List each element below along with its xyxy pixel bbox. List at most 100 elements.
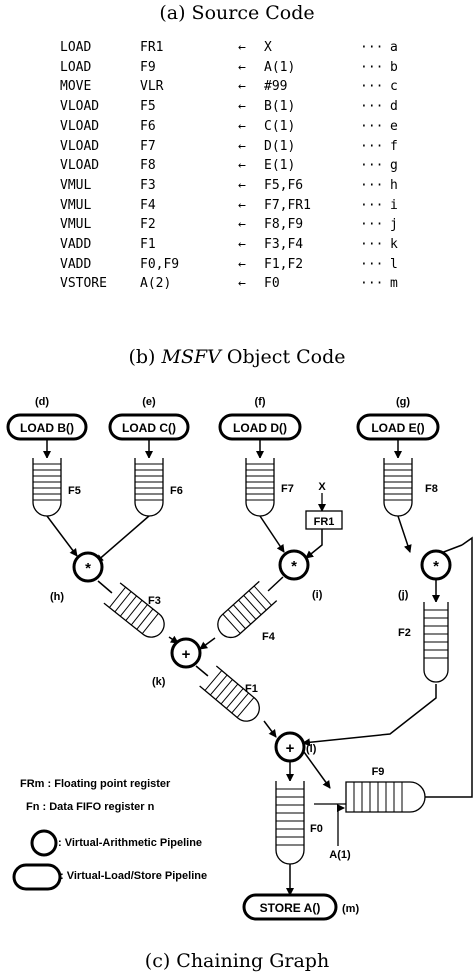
code-dst: FR1 xyxy=(140,40,164,55)
code-dots: ··· xyxy=(360,217,384,233)
code-src: D(1) xyxy=(264,138,296,154)
code-dots: ··· xyxy=(360,40,384,55)
code-label: m xyxy=(390,276,398,292)
code-label: d xyxy=(390,99,398,115)
code-op: VSTORE xyxy=(60,276,107,292)
fifo-f2-label: F2 xyxy=(398,627,411,639)
fifo-f7-label: F7 xyxy=(281,483,294,495)
caption-c: (c) Chaining Graph xyxy=(144,950,330,972)
load-c-label: LOAD C() xyxy=(122,421,176,435)
code-arrow: ← xyxy=(238,197,246,213)
code-src: C(1) xyxy=(264,118,296,134)
fifo-f5-label: F5 xyxy=(68,485,81,497)
code-dots: ··· xyxy=(360,276,384,292)
caption-b-prefix: (b) xyxy=(128,346,162,368)
code-label: g xyxy=(390,158,398,174)
code-op: VADD xyxy=(60,256,92,272)
x-input-label: X xyxy=(318,481,326,493)
fifo-f2: F2 xyxy=(398,579,449,683)
legend-frm: FRm : Floating point register xyxy=(20,778,171,790)
store-tag: (m) xyxy=(342,903,359,915)
code-arrow: ← xyxy=(238,217,246,233)
store-label: STORE A() xyxy=(260,901,321,915)
code-src: F8,F9 xyxy=(264,217,304,233)
code-arrow: ← xyxy=(238,276,246,292)
fifo-f0: F0 xyxy=(275,761,323,896)
mul-j-symbol: * xyxy=(433,558,439,575)
code-op: VLOAD xyxy=(60,158,100,174)
code-src: F7,FR1 xyxy=(264,197,311,213)
arrow-f5-to-h xyxy=(46,515,78,557)
mul-i-tag: (i) xyxy=(312,589,323,601)
load-e-label: LOAD E() xyxy=(371,421,424,435)
code-dots: ··· xyxy=(360,59,384,75)
code-op: LOAD xyxy=(60,59,92,75)
code-label: h xyxy=(390,177,398,193)
arrow-f7-to-i xyxy=(259,515,285,553)
fr1-box-label: FR1 xyxy=(314,516,335,528)
fifo-f1: F1 xyxy=(195,665,277,738)
code-arrow: ← xyxy=(238,118,246,134)
code-arrow: ← xyxy=(238,99,246,115)
caption-b-italic: MSFV xyxy=(161,346,221,368)
code-src: F3,F4 xyxy=(264,237,304,253)
legend-oval-text: : Virtual-Load/Store Pipeline xyxy=(60,870,208,882)
fifo-f4-label: F4 xyxy=(262,631,276,643)
fifo-f7: F7 xyxy=(245,439,294,517)
code-arrow: ← xyxy=(238,237,246,253)
fifo-f1-label: F1 xyxy=(245,683,258,695)
arrow-fr1-to-i xyxy=(305,529,323,559)
fifo-f6: F6 xyxy=(134,439,183,517)
code-dst: F7 xyxy=(140,138,156,154)
fifo-f8: F8 xyxy=(383,439,438,517)
code-dots: ··· xyxy=(360,177,384,193)
code-op: VMUL xyxy=(60,217,92,233)
code-dst: F5 xyxy=(140,99,156,115)
code-dst: F2 xyxy=(140,217,156,233)
load-e-tag: (g) xyxy=(396,396,410,408)
a1-input: A(1) xyxy=(329,804,351,861)
add-node-l: + (l) xyxy=(274,731,317,763)
a1-input-label: A(1) xyxy=(329,849,351,861)
add-k-tag: (k) xyxy=(152,676,166,688)
legend-oval-icon xyxy=(12,863,62,891)
fifo-f3-label: F3 xyxy=(148,595,161,607)
code-op: VMUL xyxy=(60,197,92,213)
code-op: VLOAD xyxy=(60,118,100,134)
code-dots: ··· xyxy=(360,138,384,154)
code-label: b xyxy=(390,59,398,75)
fifo-f9-label: F9 xyxy=(372,766,385,778)
code-dst: F3 xyxy=(140,177,156,193)
mul-i-symbol: * xyxy=(291,558,297,575)
code-op: LOAD xyxy=(60,40,92,55)
code-src: F1,F2 xyxy=(264,256,304,272)
code-op: VLOAD xyxy=(60,99,100,115)
load-b-label: LOAD B() xyxy=(20,421,74,435)
legend-circle-icon xyxy=(30,829,58,857)
mul-h-tag: (h) xyxy=(50,591,64,603)
legend-fn: Fn : Data FIFO register n xyxy=(26,801,155,813)
fr1-register: X FR1 xyxy=(305,481,343,530)
code-arrow: ← xyxy=(238,256,246,272)
code-arrow: ← xyxy=(238,79,246,95)
fifo-f9: F9 xyxy=(303,751,436,813)
load-b-tag: (d) xyxy=(35,396,49,408)
mul-h-symbol: * xyxy=(85,560,91,577)
code-dst: A(2) xyxy=(140,276,172,292)
fifo-f6-label: F6 xyxy=(170,485,183,497)
arrow-f6-to-h xyxy=(95,515,150,563)
code-op: VADD xyxy=(60,237,92,253)
code-dst: F0,F9 xyxy=(140,256,180,272)
code-arrow: ← xyxy=(238,177,246,193)
code-dst: F8 xyxy=(140,158,156,174)
